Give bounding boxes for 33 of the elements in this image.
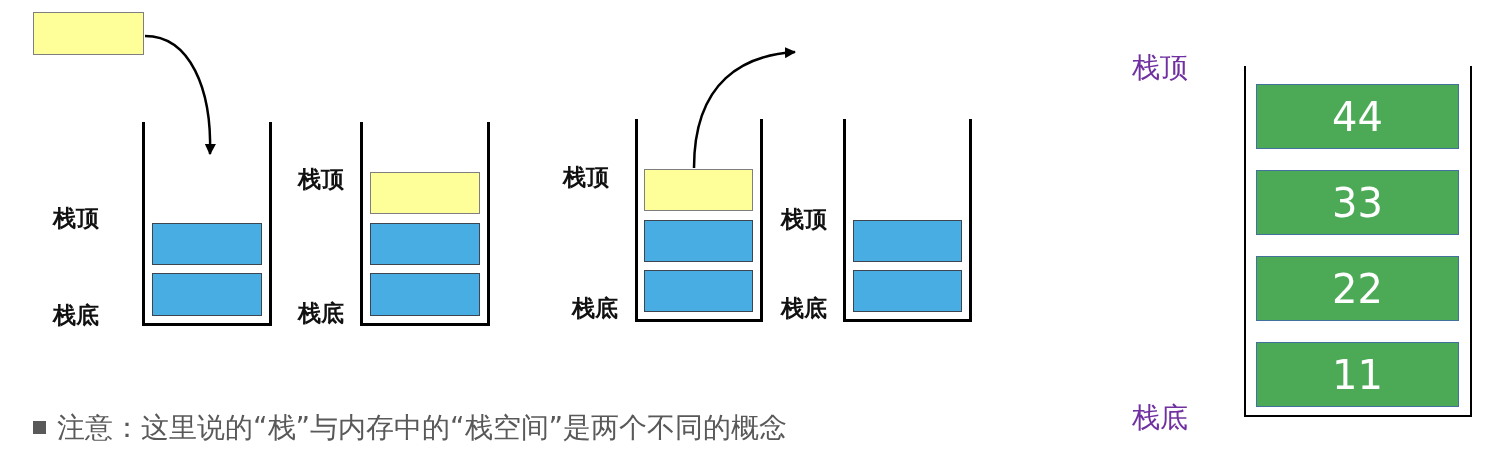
stack-block [853, 270, 962, 312]
stack-block [853, 220, 962, 262]
side-label: 栈底 [53, 303, 99, 327]
curved-arrow [692, 47, 797, 169]
stack-block [152, 273, 262, 316]
side-label: 栈顶 [781, 207, 827, 231]
stack-container [360, 122, 490, 326]
side-label: 栈顶 [298, 167, 344, 191]
stack-block: 44 [1256, 84, 1459, 149]
stack-block [644, 270, 753, 312]
side-label: 栈顶 [1132, 54, 1188, 82]
stack-block [33, 12, 144, 55]
side-label: 栈底 [781, 296, 827, 320]
side-label: 栈顶 [563, 165, 609, 189]
stack-container [843, 119, 972, 322]
stack-block [644, 169, 753, 211]
stack-container [1244, 66, 1472, 417]
stack-container [142, 122, 272, 326]
stack-block [644, 220, 753, 262]
stack-block [370, 223, 480, 265]
side-label: 栈底 [572, 296, 618, 320]
stack-block: 22 [1256, 256, 1459, 321]
note-text: 注意：这里说的“栈”与内存中的“栈空间”是两个不同的概念 [57, 411, 788, 445]
stack-block: 11 [1256, 342, 1459, 407]
curved-arrow [144, 34, 216, 156]
stack-block [370, 273, 480, 316]
side-label: 栈底 [298, 301, 344, 325]
side-label: 栈底 [1132, 404, 1188, 432]
stack-block [152, 223, 262, 265]
stack-container [635, 119, 763, 322]
stack-block [370, 172, 480, 214]
stack-block: 33 [1256, 170, 1459, 235]
side-label: 栈顶 [53, 206, 99, 230]
